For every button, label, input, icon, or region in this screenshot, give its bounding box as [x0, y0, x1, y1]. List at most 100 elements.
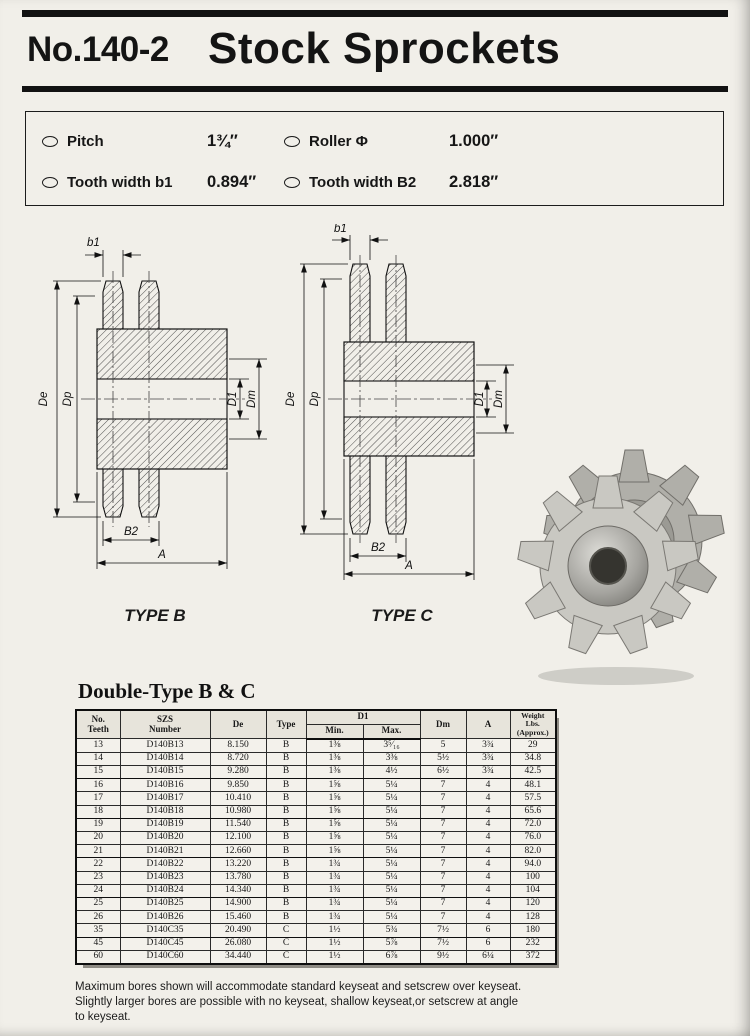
cell-de: 11.540: [209, 817, 267, 832]
type-b-caption: TYPE B: [124, 606, 186, 625]
dim-label-b1: b1: [87, 237, 100, 249]
cell-a: 6: [465, 923, 511, 938]
spec-tooth-width-b1: Tooth width b1 0.894″: [42, 170, 256, 194]
spec-label: Tooth width b1: [67, 173, 173, 191]
cell-de: 12.660: [209, 844, 267, 859]
col-header-d1-min: Min.: [305, 723, 364, 740]
col-header-d1-max: Max.: [362, 723, 421, 740]
cell-d1-max: 3⅜: [362, 751, 421, 766]
cell-d1-min: 1⅝: [305, 804, 364, 819]
cell-de: 26.080: [209, 936, 267, 951]
cell-teeth: 60: [75, 949, 121, 965]
cell-teeth: 45: [75, 936, 121, 951]
cell-teeth: 25: [75, 896, 121, 912]
oval-bullet-icon: [42, 176, 58, 188]
cell-type: B: [265, 791, 307, 806]
cell-a: 4: [465, 857, 511, 872]
cell-type: B: [265, 817, 307, 832]
cell-a: 3¾: [465, 738, 511, 753]
cell-d1-max: 5¼: [362, 778, 421, 793]
spec-value: 1¾″: [207, 131, 238, 150]
cell-szs-number: D140B25: [119, 896, 211, 912]
cell-weight: 57.5: [509, 791, 557, 806]
cell-type: B: [265, 870, 307, 885]
cell-type: B: [265, 751, 307, 766]
dim-label-b2: B2: [371, 542, 386, 554]
table-row: 15 D140B15 9.280 B 1⅜ 4½ 6½ 3¾ 42.5: [75, 764, 557, 780]
cell-dm: 7: [419, 883, 467, 898]
cell-de: 12.100: [209, 830, 267, 846]
col-header-a: A: [465, 709, 511, 740]
table-row: 22 D140B22 13.220 B 1¾ 5¼ 7 4 94.0: [75, 857, 557, 872]
oval-bullet-icon: [284, 176, 300, 188]
cell-a: 4: [465, 778, 511, 793]
cell-a: 4: [465, 791, 511, 806]
spec-value: 2.818″: [449, 172, 499, 191]
dim-label-a: A: [157, 549, 166, 561]
cell-type: C: [265, 949, 307, 965]
cell-dm: 7: [419, 844, 467, 859]
cell-dm: 7: [419, 870, 467, 885]
cell-d1-min: 1½: [305, 936, 364, 951]
cell-a: 4: [465, 870, 511, 885]
cell-szs-number: D140C45: [119, 936, 211, 951]
photo-shadow: [538, 667, 694, 685]
cell-teeth: 13: [75, 738, 121, 753]
spec-pitch: Pitch 1¾″: [42, 129, 238, 153]
cell-weight: 72.0: [509, 817, 557, 832]
footnote: Maximum bores shown will accommodate sta…: [75, 981, 522, 1023]
cell-a: 4: [465, 910, 511, 925]
cell-szs-number: D140B16: [119, 778, 211, 793]
col-header-de: De: [209, 709, 267, 740]
table-row: 23 D140B23 13.780 B 1¾ 5¼ 7 4 100: [75, 870, 557, 885]
table-row: 60 D140C60 34.440 C 1½ 6⅞ 9½ 6¼ 372: [75, 949, 557, 965]
centerlines: [328, 255, 492, 543]
cell-teeth: 22: [75, 857, 121, 872]
cell-dm: 7½: [419, 936, 467, 951]
cell-d1-max: 5¼: [362, 817, 421, 832]
cell-weight: 34.8: [509, 751, 557, 766]
cell-szs-number: D140B15: [119, 764, 211, 780]
cell-a: 6: [465, 936, 511, 951]
cell-type: B: [265, 896, 307, 912]
cell-de: 13.220: [209, 857, 267, 872]
cell-szs-number: D140B24: [119, 883, 211, 898]
cell-de: 9.850: [209, 778, 267, 793]
cell-de: 10.410: [209, 791, 267, 806]
table-row: 21 D140B21 12.660 B 1⅝ 5¼ 7 4 82.0: [75, 844, 557, 859]
cell-d1-max: 5¼: [362, 857, 421, 872]
dimension-lines: [300, 235, 514, 580]
cell-szs-number: D140C60: [119, 949, 211, 965]
table-row: 18 D140B18 10.980 B 1⅝ 5¼ 7 4 65.6: [75, 804, 557, 819]
cell-d1-min: 1½: [305, 949, 364, 965]
cell-d1-min: 1¾: [305, 870, 364, 885]
cell-teeth: 19: [75, 817, 121, 832]
cell-teeth: 16: [75, 778, 121, 793]
table-row: 19 D140B19 11.540 B 1⅝ 5¼ 7 4 72.0: [75, 817, 557, 832]
cell-weight: 42.5: [509, 764, 557, 780]
sprocket-section: [96, 280, 228, 518]
cell-d1-max: 5¾: [362, 923, 421, 938]
cell-d1-max: 6⅞: [362, 949, 421, 965]
cell-teeth: 14: [75, 751, 121, 766]
type-c-caption: TYPE C: [371, 606, 433, 625]
cell-teeth: 18: [75, 804, 121, 819]
cell-de: 13.780: [209, 870, 267, 885]
table-row: 26 D140B26 15.460 B 1¾ 5¼ 7 4 128: [75, 910, 557, 925]
spec-tooth-width-b2: Tooth width B2 2.818″: [284, 170, 498, 194]
cell-teeth: 23: [75, 870, 121, 885]
cell-type: B: [265, 883, 307, 898]
cell-de: 9.280: [209, 764, 267, 780]
type-c-diagram: b1 De Dp D1 Dm B2 A: [285, 224, 514, 580]
cell-type: C: [265, 923, 307, 938]
cell-de: 14.340: [209, 883, 267, 898]
type-b-diagram: b1 De Dp D1 Dm B2 A: [38, 237, 267, 569]
cell-dm: 5: [419, 738, 467, 753]
cell-type: B: [265, 830, 307, 846]
sprocket-photo: [516, 449, 726, 685]
cell-d1-min: 1¾: [305, 857, 364, 872]
dim-label-dm: Dm: [246, 390, 258, 408]
cell-szs-number: D140B18: [119, 804, 211, 819]
cell-weight: 372: [509, 949, 557, 965]
